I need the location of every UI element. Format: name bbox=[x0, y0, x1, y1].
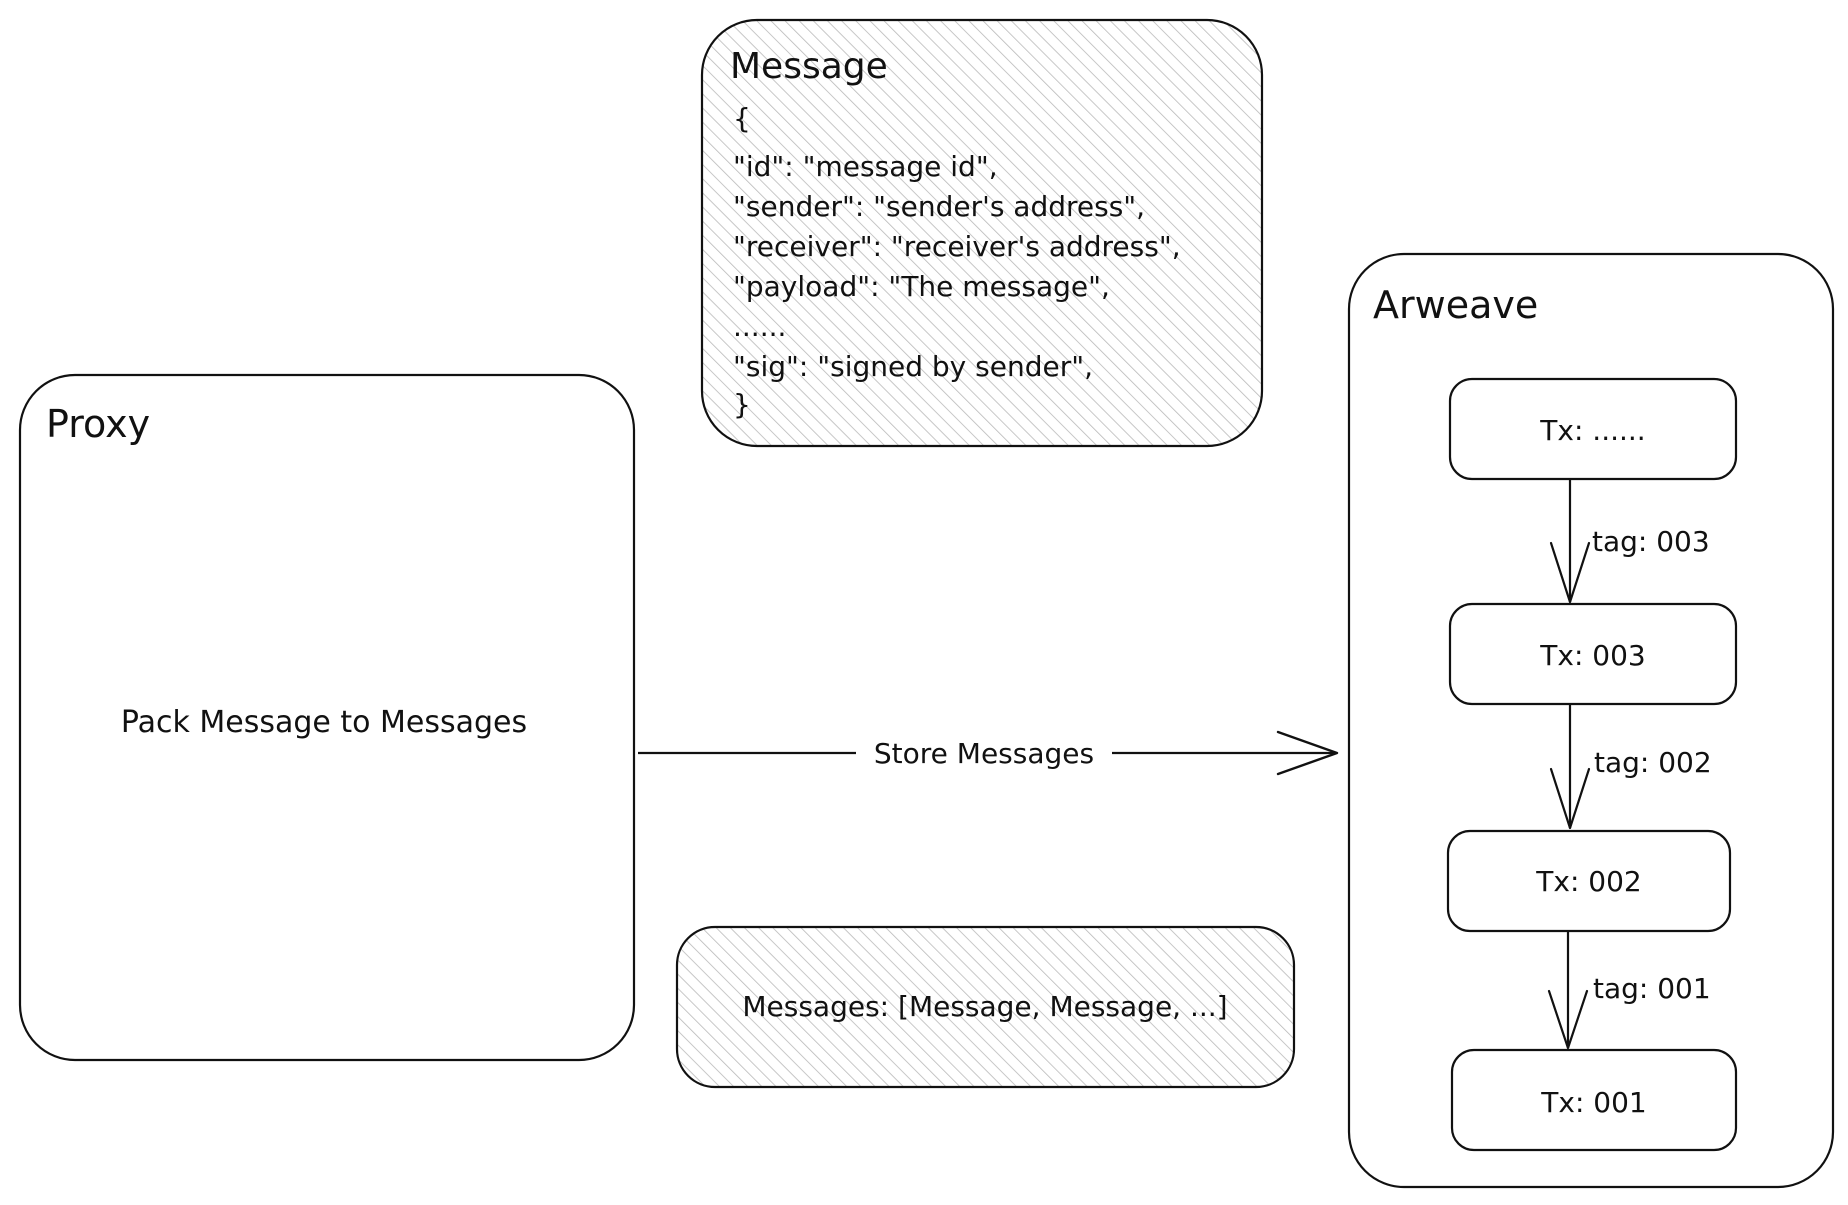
tag-edge: tag: 002 bbox=[1549, 705, 1712, 830]
message-line: ...... bbox=[733, 310, 786, 343]
message-line: { bbox=[733, 102, 751, 135]
proxy-box bbox=[18, 373, 636, 1062]
message-card: Message { "id": "message id", "sender": … bbox=[700, 18, 1264, 448]
message-line: "sender": "sender's address", bbox=[733, 190, 1145, 223]
message-line: "receiver": "receiver's address", bbox=[733, 230, 1181, 263]
tx-label: Tx: 002 bbox=[1535, 865, 1641, 898]
tx-box bbox=[1450, 1048, 1738, 1152]
proxy-title: Proxy bbox=[46, 402, 150, 446]
messages-card-box bbox=[675, 925, 1296, 1089]
message-card-box bbox=[700, 18, 1264, 448]
messages-card-text: Messages: [Message, Message, ...] bbox=[742, 990, 1227, 1023]
tx-label: Tx: ...... bbox=[1539, 414, 1645, 447]
tag-edge: tag: 003 bbox=[1549, 480, 1710, 604]
proxy-body: Pack Message to Messages bbox=[121, 705, 527, 740]
messages-card: Messages: [Message, Message, ...] bbox=[675, 925, 1296, 1089]
tx-label: Tx: 003 bbox=[1539, 639, 1645, 672]
proxy-node: Proxy Pack Message to Messages bbox=[18, 373, 636, 1062]
tag-label: tag: 001 bbox=[1593, 972, 1711, 1005]
message-card-title: Message bbox=[730, 46, 888, 87]
store-messages-label: Store Messages bbox=[874, 737, 1094, 770]
tx-label: Tx: 001 bbox=[1540, 1086, 1646, 1119]
arweave-box bbox=[1347, 252, 1835, 1189]
tag-edge: tag: 001 bbox=[1547, 932, 1711, 1050]
tag-label: tag: 003 bbox=[1592, 525, 1710, 558]
arweave-title: Arweave bbox=[1373, 283, 1538, 327]
message-line: "id": "message id", bbox=[733, 150, 998, 183]
message-line: } bbox=[733, 388, 751, 421]
tag-label: tag: 002 bbox=[1594, 746, 1712, 779]
tx-box bbox=[1446, 829, 1732, 933]
tx-box bbox=[1448, 377, 1738, 481]
store-arrow-head bbox=[1276, 730, 1339, 776]
arweave-node: Arweave Tx: ...... Tx: 003 Tx: 002 Tx: 0… bbox=[1347, 252, 1835, 1189]
message-line: "sig": "signed by sender", bbox=[733, 350, 1093, 383]
message-line: "payload": "The message", bbox=[733, 270, 1110, 303]
store-messages-edge: Store Messages bbox=[638, 730, 1339, 776]
tx-box bbox=[1448, 602, 1738, 706]
